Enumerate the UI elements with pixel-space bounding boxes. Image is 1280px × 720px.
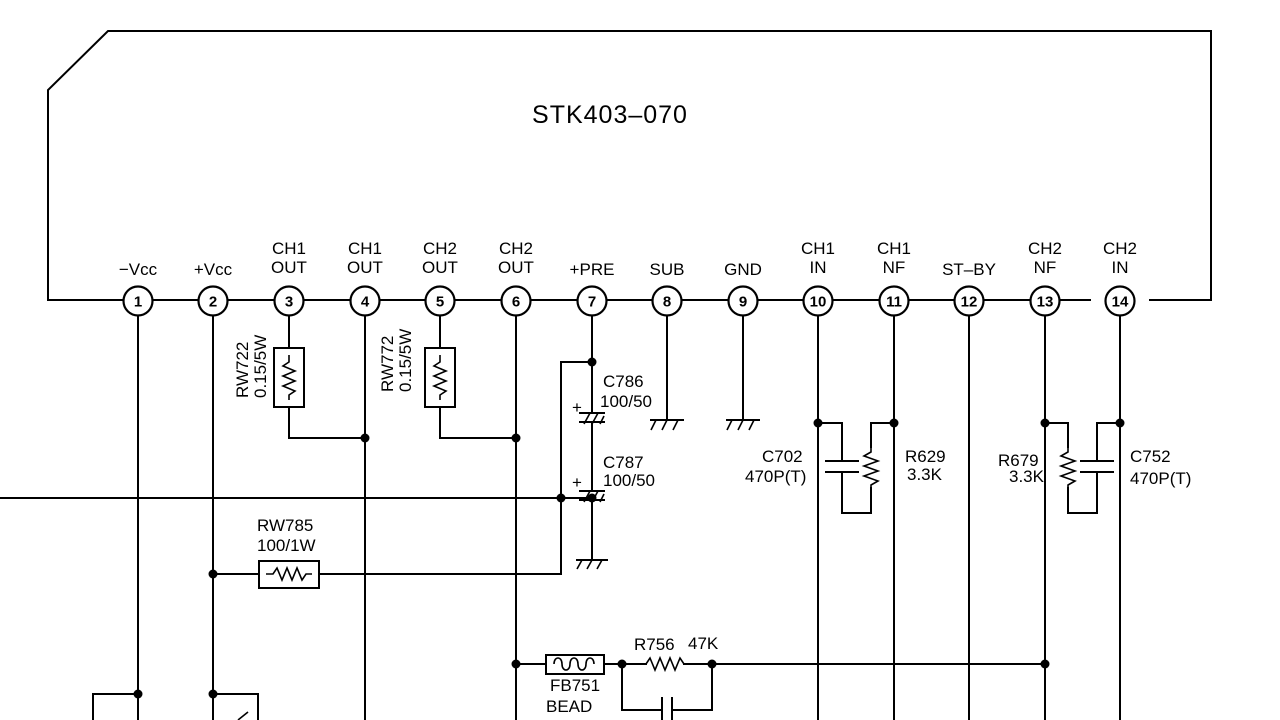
pre-supply-network: + C786 100/50 + C787 100/50 xyxy=(0,357,655,574)
pin-label: CH2 xyxy=(423,239,457,258)
ground-symbol-sub xyxy=(650,419,684,431)
pin-number: 2 xyxy=(209,294,217,311)
ic-part-number: STK403–070 xyxy=(532,101,688,129)
pin-label: IN xyxy=(1112,258,1129,277)
pin-number: 5 xyxy=(436,294,444,311)
pin-label: CH2 xyxy=(1103,239,1137,258)
pin-label: +PRE xyxy=(570,260,615,279)
c702-value: 470P(T) xyxy=(745,467,806,486)
pin-7: 7 +PRE xyxy=(570,260,615,317)
pin-label: SUB xyxy=(650,260,685,279)
pin-label: −Vcc xyxy=(119,260,158,279)
pin-label: NF xyxy=(1034,258,1057,277)
r756-ref: R756 xyxy=(634,635,675,654)
c787-ref: C787 xyxy=(603,453,644,472)
pin-12: 12 ST–BY xyxy=(942,260,996,317)
pin-1: 1 −Vcc xyxy=(119,260,158,317)
c752-value: 470P(T) xyxy=(1130,469,1191,488)
pin-number: 13 xyxy=(1037,294,1054,311)
pin-label: IN xyxy=(810,258,827,277)
pin-label: CH1 xyxy=(877,239,911,258)
r629-value: 3.3K xyxy=(907,465,943,484)
pin-number: 8 xyxy=(663,294,671,311)
r679-ref: R679 xyxy=(998,451,1039,470)
pin-leads xyxy=(137,315,1121,720)
c786-value: 100/50 xyxy=(600,392,652,411)
rw722-ref: RW722 xyxy=(233,342,252,398)
c787-polarity: + xyxy=(572,473,582,492)
capacitor-c786: + C786 100/50 xyxy=(572,372,652,425)
pin-label: CH1 xyxy=(272,239,306,258)
pin-number: 7 xyxy=(588,294,596,311)
resistor-r756: R756 47K xyxy=(621,634,719,673)
pin-label: OUT xyxy=(271,258,307,277)
pin-number: 6 xyxy=(512,294,520,311)
pin-label: +Vcc xyxy=(194,260,233,279)
pin-label: OUT xyxy=(347,258,383,277)
capacitor-c787: + C787 100/50 xyxy=(572,453,655,503)
c787-value: 100/50 xyxy=(603,471,655,490)
pin-label: OUT xyxy=(422,258,458,277)
pin-9: 9 GND xyxy=(724,260,762,317)
resistor-rw772: RW772 0.15/5W xyxy=(378,329,521,443)
pin-2: 2 +Vcc xyxy=(194,260,233,317)
pin-label: ST–BY xyxy=(942,260,996,279)
rw722-value: 0.15/5W xyxy=(251,335,270,398)
r629-ref: R629 xyxy=(905,447,946,466)
resistor-rw722: RW722 0.15/5W xyxy=(233,335,370,443)
pin-number: 10 xyxy=(810,294,827,311)
r679-value: 3.3K xyxy=(1009,467,1045,486)
ground-symbol-gnd xyxy=(726,419,760,431)
pin-label: OUT xyxy=(498,258,534,277)
ic-pins: 1−Vcc2+Vcc3CH1OUT4CH1OUT5CH2OUT6CH2OUT7+… xyxy=(119,239,1137,317)
rw785-value: 100/1W xyxy=(257,536,316,555)
rw785-ref: RW785 xyxy=(257,516,313,535)
ch1-feedback-network: C702 470P(T) R629 3.3K xyxy=(745,418,946,514)
c786-polarity: + xyxy=(572,398,582,417)
rw772-ref: RW772 xyxy=(378,336,397,392)
output-network: FB751 BEAD R756 47K xyxy=(511,634,1050,720)
c786-ref: C786 xyxy=(603,372,644,391)
pin-number: 12 xyxy=(961,294,978,311)
pin-label: CH1 xyxy=(348,239,382,258)
ground-symbol xyxy=(576,559,608,570)
ch2-feedback-network: R679 3.3K C752 470P(T) xyxy=(998,418,1191,514)
pin-number: 3 xyxy=(285,294,293,311)
pin-number: 14 xyxy=(1112,294,1129,311)
pin-number: 1 xyxy=(134,294,142,311)
pin-label: NF xyxy=(883,258,906,277)
supply-partial-circuit xyxy=(92,689,259,720)
rw772-value: 0.15/5W xyxy=(396,329,415,392)
resistor-rw785: RW785 100/1W xyxy=(208,516,562,589)
pin-label: CH1 xyxy=(801,239,835,258)
pin-number: 4 xyxy=(361,294,370,311)
fb751-value: BEAD xyxy=(546,697,592,716)
r756-value: 47K xyxy=(688,634,719,653)
ferrite-bead-fb751: FB751 BEAD xyxy=(545,654,605,716)
pin-number: 9 xyxy=(739,294,747,311)
c702-ref: C702 xyxy=(762,447,803,466)
pin-number: 11 xyxy=(886,294,902,311)
pin-label: CH2 xyxy=(499,239,533,258)
fb751-ref: FB751 xyxy=(550,676,600,695)
pin-label: GND xyxy=(724,260,762,279)
pin-label: CH2 xyxy=(1028,239,1062,258)
c752-ref: C752 xyxy=(1130,447,1171,466)
pin-8: 8 SUB xyxy=(650,260,685,317)
